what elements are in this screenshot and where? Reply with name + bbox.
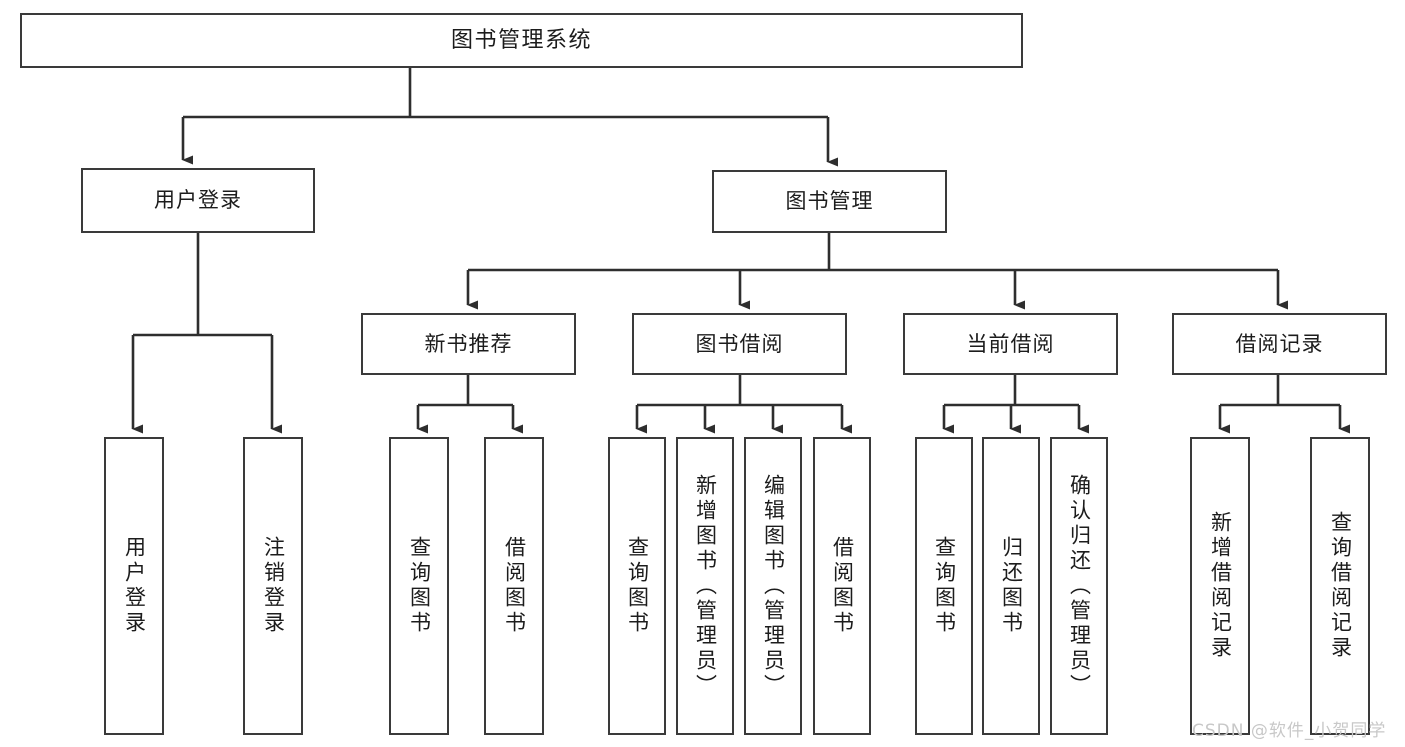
node-book-borrow[interactable]: 图书借阅: [632, 313, 847, 375]
node-borrow-record[interactable]: 借阅记录: [1172, 313, 1387, 375]
node-label: 查询图书: [625, 536, 650, 636]
node-label: 注销登录: [261, 536, 286, 636]
node-label: 图书管理系统: [450, 27, 592, 53]
leaf-borrow-book-1[interactable]: 借阅图书: [484, 437, 544, 735]
leaf-query-book-3[interactable]: 查询图书: [915, 437, 973, 735]
node-label: 查询图书: [932, 536, 957, 636]
node-label: 查询借阅记录: [1328, 511, 1353, 661]
leaf-confirm-return[interactable]: 确认归还（管理员）: [1050, 437, 1108, 735]
node-label: 新增图书（管理员）: [693, 473, 718, 699]
node-label: 确认归还（管理员）: [1067, 473, 1092, 699]
node-book-manage[interactable]: 图书管理: [712, 170, 947, 233]
leaf-query-record[interactable]: 查询借阅记录: [1310, 437, 1370, 735]
node-label: 借阅图书: [502, 536, 527, 636]
node-label: 新增借阅记录: [1208, 511, 1233, 661]
node-label: 编辑图书（管理员）: [761, 473, 786, 699]
node-label: 查询图书: [407, 536, 432, 636]
node-label: 归还图书: [999, 536, 1024, 636]
node-label: 当前借阅: [966, 331, 1055, 356]
leaf-add-record[interactable]: 新增借阅记录: [1190, 437, 1250, 735]
leaf-user-login[interactable]: 用户登录: [104, 437, 164, 735]
leaf-return-book[interactable]: 归还图书: [982, 437, 1040, 735]
node-root-system[interactable]: 图书管理系统: [20, 13, 1023, 68]
node-current-borrow[interactable]: 当前借阅: [903, 313, 1118, 375]
node-user-login[interactable]: 用户登录: [81, 168, 315, 233]
leaf-logout[interactable]: 注销登录: [243, 437, 303, 735]
node-label: 用户登录: [154, 188, 242, 213]
leaf-query-book-1[interactable]: 查询图书: [389, 437, 449, 735]
leaf-add-book[interactable]: 新增图书（管理员）: [676, 437, 734, 735]
node-label: 图书借阅: [695, 331, 784, 356]
node-label: 图书管理: [785, 189, 874, 214]
node-label: 新书推荐: [424, 331, 513, 356]
leaf-borrow-book-2[interactable]: 借阅图书: [813, 437, 871, 735]
leaf-query-book-2[interactable]: 查询图书: [608, 437, 666, 735]
node-label: 借阅记录: [1235, 331, 1324, 356]
node-label: 用户登录: [122, 536, 147, 636]
watermark-credit: CSDN @软件_小贺同学: [1192, 721, 1387, 741]
node-label: 借阅图书: [830, 536, 855, 636]
leaf-edit-book[interactable]: 编辑图书（管理员）: [744, 437, 802, 735]
node-new-book-rec[interactable]: 新书推荐: [361, 313, 576, 375]
